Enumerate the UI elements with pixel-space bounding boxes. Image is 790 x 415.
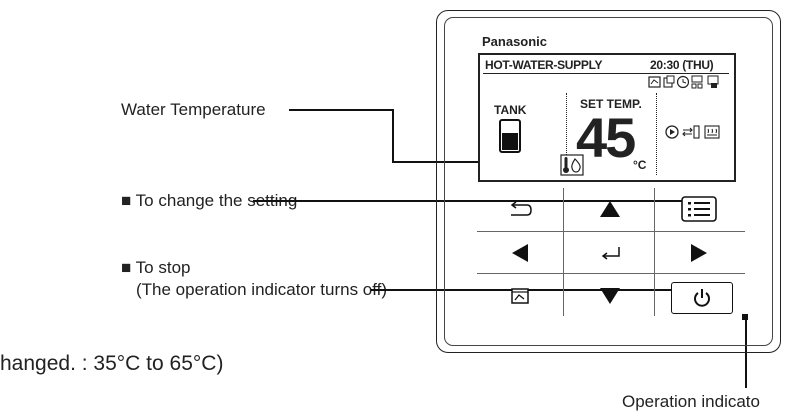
brand-logo: Panasonic (482, 34, 548, 49)
divider-right (656, 93, 657, 175)
flow-icon (682, 125, 700, 139)
schedule-icon (511, 288, 529, 304)
operation-indicator-led (742, 314, 748, 320)
temp-unit: °C (633, 158, 647, 172)
set-temp-value: 45 (576, 106, 636, 169)
remote-controller-frame (436, 10, 781, 353)
right-button[interactable] (669, 237, 729, 269)
menu-button[interactable] (669, 193, 729, 225)
network-icon (691, 75, 703, 89)
mode-label: HOT-WATER-SUPPLY (485, 58, 603, 72)
temperature-range-note: hanged. : 35°C to 65°C) (0, 352, 224, 375)
enter-icon (601, 247, 620, 260)
up-arrow-icon (600, 201, 620, 217)
tank-label: TANK (494, 103, 527, 117)
menu-list-icon (681, 196, 717, 222)
copy-icon (663, 75, 675, 88)
down-arrow-icon (600, 288, 620, 304)
change-setting-label: ■ To change the setting (121, 191, 298, 210)
pump-icon (665, 125, 679, 139)
back-button[interactable] (490, 193, 550, 225)
left-arrow-icon (512, 244, 528, 262)
power-icon (694, 289, 710, 307)
enter-button[interactable] (580, 237, 640, 269)
schedule-icon (648, 76, 661, 88)
remote-controller-face (444, 17, 773, 346)
header-underline (483, 73, 729, 74)
left-button[interactable] (490, 237, 550, 269)
water-temperature-label: Water Temperature (121, 100, 266, 119)
schedule-button[interactable] (490, 280, 550, 312)
up-button[interactable] (580, 193, 640, 225)
leader-change-setting (253, 200, 683, 202)
keypad-divider-v1 (563, 188, 564, 316)
right-arrow-icon (691, 244, 707, 262)
timer-icon (676, 75, 690, 89)
operation-indicator-label: Operation indicato (622, 392, 760, 411)
down-button[interactable] (580, 280, 640, 312)
set-temp-label: SET TEMP. (580, 97, 642, 111)
keypad-divider-h2 (477, 273, 745, 274)
lock-icon (707, 75, 719, 88)
clock-label: 20:30 (THU) (650, 58, 714, 72)
divider-left (566, 93, 567, 175)
leader-operation-indicator (745, 318, 747, 388)
leader-water-temp-v (392, 109, 394, 163)
stop-sub-label: (The operation indicator turns off) (136, 280, 388, 299)
keypad-divider-h1 (477, 231, 745, 232)
thermometer-drop-icon (560, 154, 584, 176)
stop-label: ■ To stop (121, 258, 191, 277)
heater-icon (704, 125, 720, 139)
leader-water-temp-h2 (392, 161, 558, 163)
power-button[interactable] (671, 282, 733, 314)
back-arrow-icon (510, 201, 532, 216)
lcd-screen: HOT-WATER-SUPPLY 20:30 (THU) TANK SET TE… (478, 53, 736, 182)
leader-water-temp-h1 (289, 109, 393, 111)
tank-level-icon (499, 119, 521, 153)
keypad-divider-v2 (654, 188, 655, 316)
